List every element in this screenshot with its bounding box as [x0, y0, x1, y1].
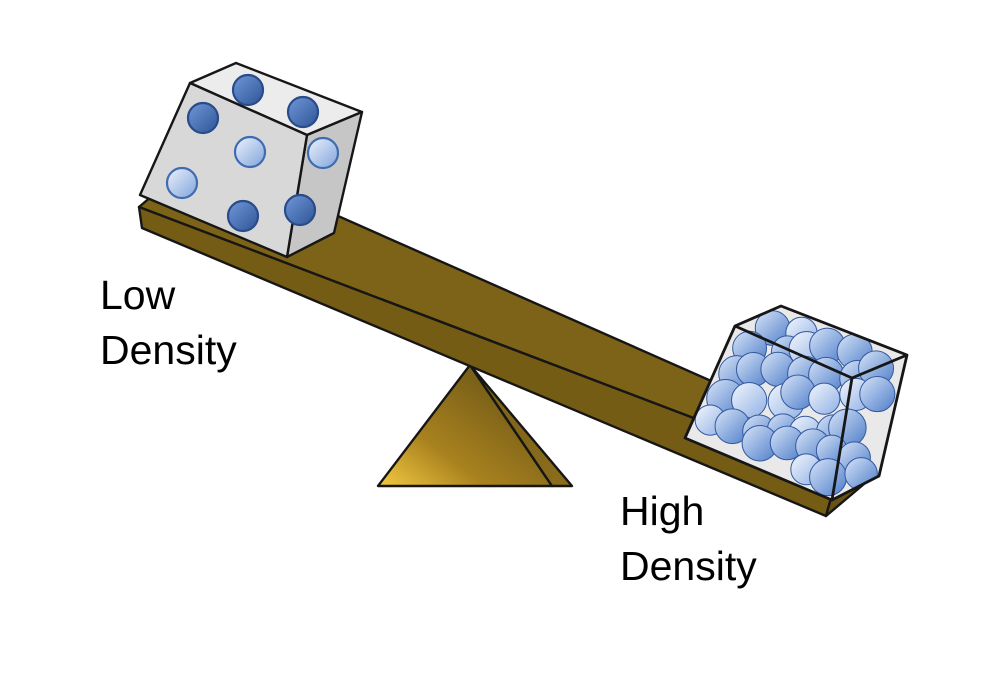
low-density-label: Low Density: [100, 268, 237, 379]
die-pip-dark: [226, 199, 260, 233]
die-pip-light: [233, 135, 267, 169]
low-density-label-line2: Density: [100, 327, 237, 374]
die-pip-light: [306, 136, 340, 170]
container-edges: [683, 304, 909, 502]
die-pip-light: [165, 166, 199, 200]
die-pip-dark: [286, 95, 320, 129]
container-particles: [694, 310, 896, 497]
die-pips: [165, 73, 340, 233]
particle-sphere: [809, 458, 848, 497]
high-density-label-line1: High: [620, 488, 705, 534]
die-pip-dark: [283, 193, 317, 227]
low-density-label-line1: Low: [100, 272, 176, 318]
high-density-container: [683, 304, 909, 502]
low-density-cube: [138, 61, 364, 259]
die-front-face: [138, 81, 309, 259]
particle-sphere: [808, 382, 841, 415]
die-pip-dark: [186, 101, 220, 135]
die-pip-dark: [231, 73, 265, 107]
container-inner-edges: [734, 324, 908, 501]
fulcrum-pyramid: [376, 363, 574, 488]
fulcrum-right-face: [468, 363, 574, 488]
high-density-label-line2: Density: [620, 543, 757, 590]
particle-sphere: [859, 376, 896, 413]
particle-sphere: [731, 381, 768, 419]
high-density-label: High Density: [620, 484, 757, 595]
